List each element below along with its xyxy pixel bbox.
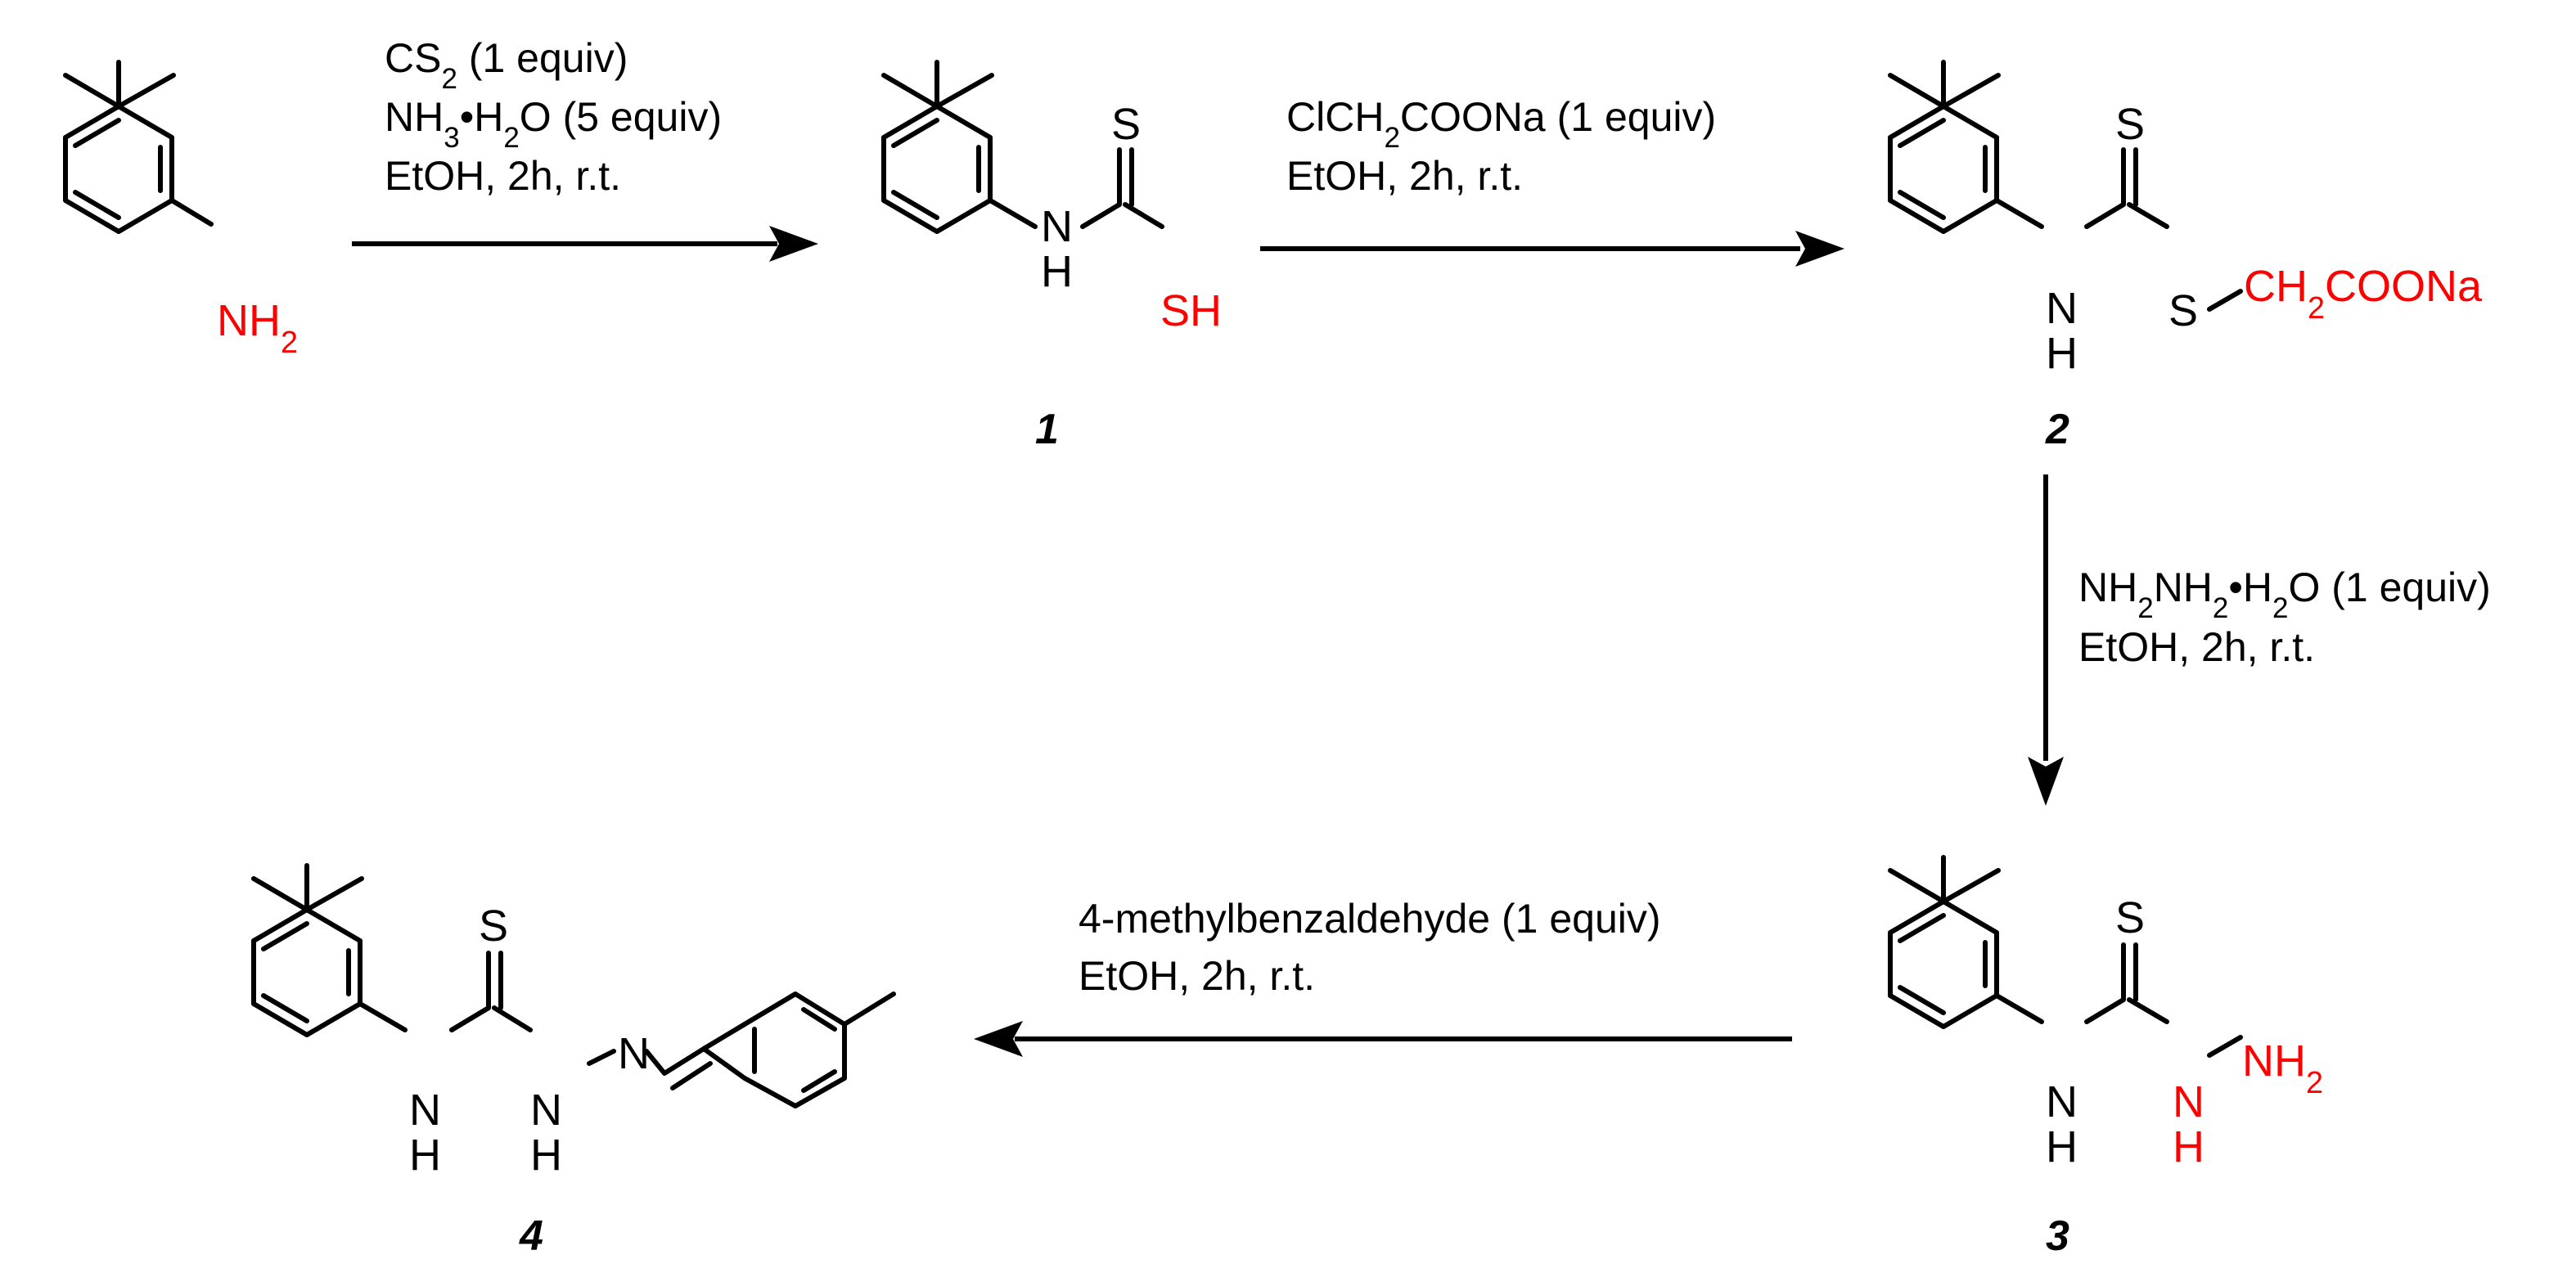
arrow-step2: [1260, 231, 1844, 267]
compound-1: N H S SH 1: [881, 60, 1222, 453]
reagent-step4-line1: 4-methylbenzaldehyde (1 equiv): [1079, 896, 1661, 942]
arrow-step4: [974, 1021, 1792, 1057]
c3-n2-atom: N: [2173, 1077, 2204, 1126]
starting-material: NH2: [63, 60, 298, 360]
reagent-step1-line2: NH3•H2O (5 equiv): [385, 94, 722, 154]
reagent-step2-line1: ClCH2COONa (1 equiv): [1286, 94, 1716, 154]
c2-ch2coona-group: CH2COONa: [2244, 262, 2483, 326]
reagent-step2-line2: EtOH, 2h, r.t.: [1286, 153, 1523, 199]
reagent-step3-line2: EtOH, 2h, r.t.: [2078, 624, 2315, 670]
c1-h-atom: H: [1041, 247, 1073, 296]
start-nh2-group: NH2: [217, 296, 298, 360]
arrow-step3: [2028, 474, 2064, 806]
c3-h2-atom: H: [2173, 1122, 2204, 1171]
reagent-step1-line1: CS2 (1 equiv): [385, 35, 628, 95]
c4-n3-atom: N: [618, 1029, 650, 1078]
c4-n-atom: N: [409, 1086, 441, 1135]
reagent-step4-line2: EtOH, 2h, r.t.: [1079, 953, 1315, 999]
c2-h-atom: H: [2046, 329, 2078, 378]
compound-4-label: 4: [519, 1212, 543, 1260]
compound-2-label: 2: [2045, 406, 2069, 453]
c4-h2-atom: H: [530, 1131, 562, 1180]
c3-nh2-group: NH2: [2242, 1036, 2323, 1100]
compound-3-label: 3: [2046, 1212, 2069, 1260]
c4-h-atom: H: [409, 1131, 441, 1180]
compound-4: N H S N H N 4: [251, 863, 896, 1260]
compound-2: N H S S CH2COONa 2: [1888, 60, 2483, 453]
c1-n-atom: N: [1041, 202, 1073, 251]
c4-n2-atom: N: [530, 1086, 562, 1135]
c4-s-atom: S: [479, 902, 508, 951]
c2-s-thioether-atom: S: [2168, 286, 2198, 335]
c3-h-atom: H: [2046, 1122, 2078, 1171]
arrow-step1: [352, 226, 818, 262]
c2-n-atom: N: [2046, 284, 2078, 333]
c3-s-atom: S: [2115, 893, 2145, 942]
c3-n-atom: N: [2046, 1077, 2078, 1126]
c2-s-thione-atom: S: [2115, 100, 2145, 149]
c1-s-atom: S: [1111, 100, 1141, 149]
reagent-step1-line3: EtOH, 2h, r.t.: [385, 153, 621, 199]
c1-sh-group: SH: [1160, 286, 1222, 335]
reagent-step3-line1: NH2NH2•H2O (1 equiv): [2078, 564, 2491, 624]
compound-1-label: 1: [1035, 406, 1059, 453]
compound-3: N H S N H NH2 3: [1888, 855, 2323, 1260]
